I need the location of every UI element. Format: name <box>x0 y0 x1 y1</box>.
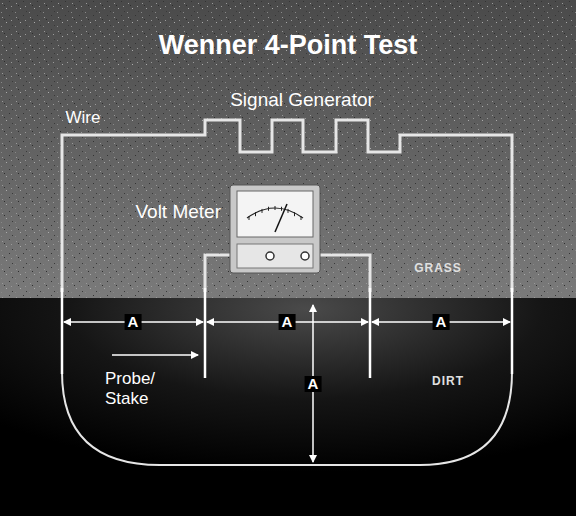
part-label: Probe/ Stake <box>105 369 175 409</box>
component-label: Signal Generator <box>230 89 374 111</box>
component-label: Volt Meter <box>135 201 221 223</box>
wire-label: Wire <box>66 108 101 128</box>
volt-meter: Volt Meter <box>229 184 321 274</box>
meter-tick <box>281 207 282 211</box>
meter-tick <box>268 207 269 211</box>
leader-arrow <box>112 354 198 356</box>
grass-texture <box>0 0 576 298</box>
meter-tick <box>255 212 256 216</box>
dimension-label: A <box>433 314 450 330</box>
dimension-label: A <box>305 376 322 392</box>
meter-tick <box>262 209 263 213</box>
meter-tick <box>249 216 250 220</box>
dimensions <box>64 305 510 462</box>
meter-tick <box>275 206 276 210</box>
probes <box>62 288 512 378</box>
probe-stake <box>511 288 514 374</box>
probe-stake <box>61 288 64 374</box>
terminal <box>301 252 309 260</box>
wires <box>62 120 512 465</box>
meter-tick <box>294 212 295 216</box>
meter-tick <box>288 209 289 213</box>
dimension-label: A <box>279 314 296 330</box>
terminal <box>266 252 274 260</box>
probe-stake <box>369 288 372 378</box>
dimension-label: A <box>125 314 142 330</box>
probe-stake <box>204 288 207 378</box>
title: Wenner 4-Point Test <box>159 30 418 61</box>
terminal-plate <box>237 244 313 268</box>
grass-ground <box>0 0 576 298</box>
meter-body <box>229 184 321 274</box>
meter-face <box>237 191 313 237</box>
region-label: GRASS <box>414 261 462 275</box>
dirt-ground <box>0 298 576 516</box>
meter-needle <box>275 204 287 232</box>
meter-case <box>230 185 320 273</box>
generator-wire <box>62 120 512 292</box>
region-label: DIRT <box>432 374 464 388</box>
meter-tick <box>301 216 302 220</box>
